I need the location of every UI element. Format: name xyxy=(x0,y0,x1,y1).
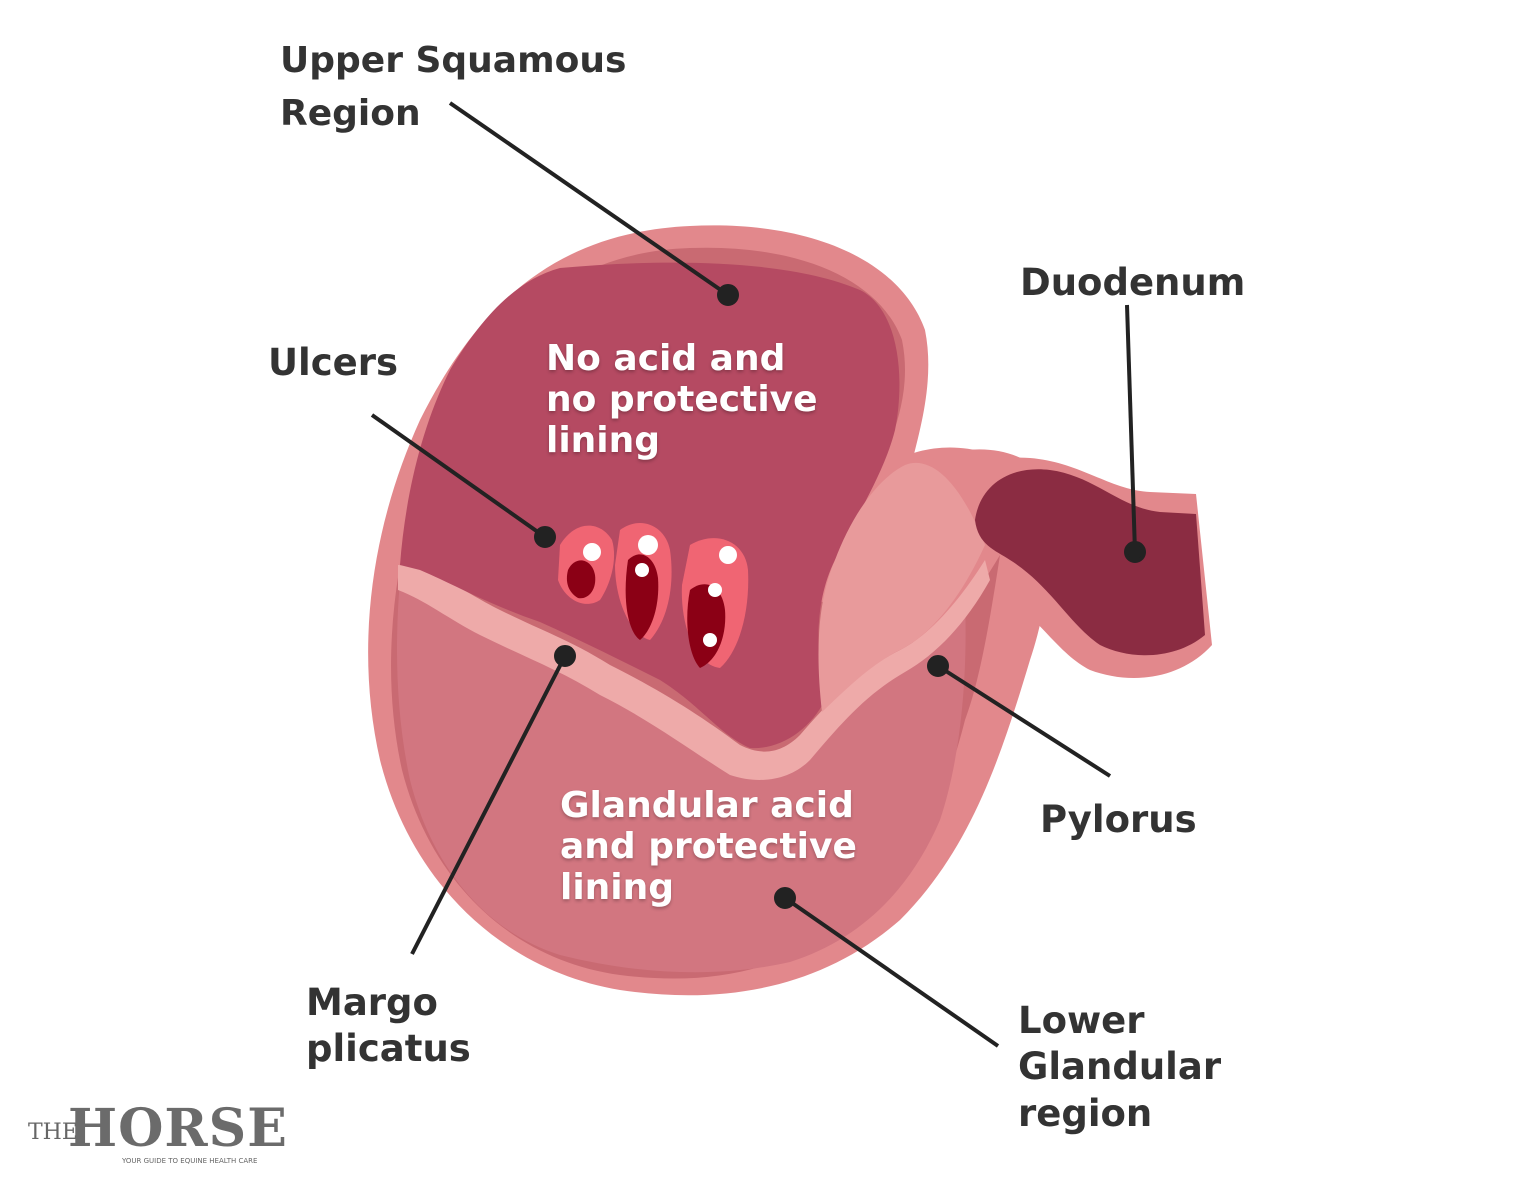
leader-dot-margo xyxy=(554,645,576,667)
label-upper-squamous: Upper Squamous Region xyxy=(280,38,626,136)
leader-line-upper-squamous xyxy=(448,101,730,297)
ulcer-core xyxy=(625,554,659,640)
logo-prefix: THE xyxy=(28,1120,78,1145)
ulcer-white-spot xyxy=(583,543,601,561)
label-lower-glandular-line2: Glandular xyxy=(1018,1045,1222,1089)
leader-line-duodenum xyxy=(1125,304,1137,553)
leader-line-pylorus xyxy=(936,664,1112,778)
leader-dot-duodenum xyxy=(1124,541,1146,563)
glandular-text-line2: and protective xyxy=(560,826,857,868)
label-lower-glandular: Lower Glandular region xyxy=(1018,998,1221,1137)
squamous-text-line2: no protective xyxy=(546,379,818,421)
logo-name: HORSE xyxy=(68,1098,288,1159)
duodenum-inner xyxy=(975,469,1205,656)
leader-line-margo xyxy=(410,655,567,955)
squamous-region xyxy=(400,262,900,749)
label-upper-squamous-line2: Region xyxy=(280,93,421,134)
squamous-region-text: No acid and no protective lining xyxy=(546,338,818,461)
ulcer-core xyxy=(687,584,726,668)
leader-dot-lower-glandular xyxy=(774,887,796,909)
ulcer-white-spot xyxy=(635,563,649,577)
label-pylorus-text: Pylorus xyxy=(1040,798,1197,841)
leader-dot-upper-squamous xyxy=(717,284,739,306)
ulcer-white-spot xyxy=(703,633,717,647)
leader-dot-pylorus xyxy=(927,655,949,677)
leader-lines xyxy=(370,101,1146,1048)
squamous-text-line3: lining xyxy=(546,420,661,462)
label-pylorus: Pylorus xyxy=(1040,797,1197,843)
label-ulcers-text: Ulcers xyxy=(268,341,399,384)
ulcer-core xyxy=(566,560,596,599)
leader-line-ulcers xyxy=(370,413,547,539)
label-lower-glandular-line1: Lower xyxy=(1018,999,1145,1042)
ulcer-white-spot xyxy=(719,546,737,564)
label-duodenum-text: Duodenum xyxy=(1020,261,1246,304)
label-ulcers: Ulcers xyxy=(268,340,398,386)
glandular-region xyxy=(397,580,966,973)
glandular-text-line1: Glandular acid xyxy=(560,785,854,826)
label-margo-line2: plicatus xyxy=(306,1027,471,1071)
label-lower-glandular-line3: region xyxy=(1018,1091,1153,1135)
pylorus-inner xyxy=(818,462,985,712)
ulcer-white-spot xyxy=(708,583,722,597)
label-margo-plicatus: Margo plicatus xyxy=(306,980,471,1073)
squamous-text-line1: No acid and xyxy=(546,338,786,379)
label-margo-line1: Margo xyxy=(306,981,438,1024)
ulcer-patches xyxy=(558,522,749,668)
logo-tagline: YOUR GUIDE TO EQUINE HEALTH CARE xyxy=(122,1157,258,1165)
glandular-text-line3: lining xyxy=(560,867,675,909)
margo-plicatus-band xyxy=(398,560,990,780)
glandular-region-text: Glandular acid and protective lining xyxy=(560,785,857,908)
label-upper-squamous-line1: Upper Squamous xyxy=(280,40,627,81)
label-duodenum: Duodenum xyxy=(1020,260,1245,306)
leader-dot-ulcers xyxy=(534,526,556,548)
ulcer-white-spot xyxy=(638,535,658,555)
leader-line-lower-glandular xyxy=(783,896,1000,1048)
